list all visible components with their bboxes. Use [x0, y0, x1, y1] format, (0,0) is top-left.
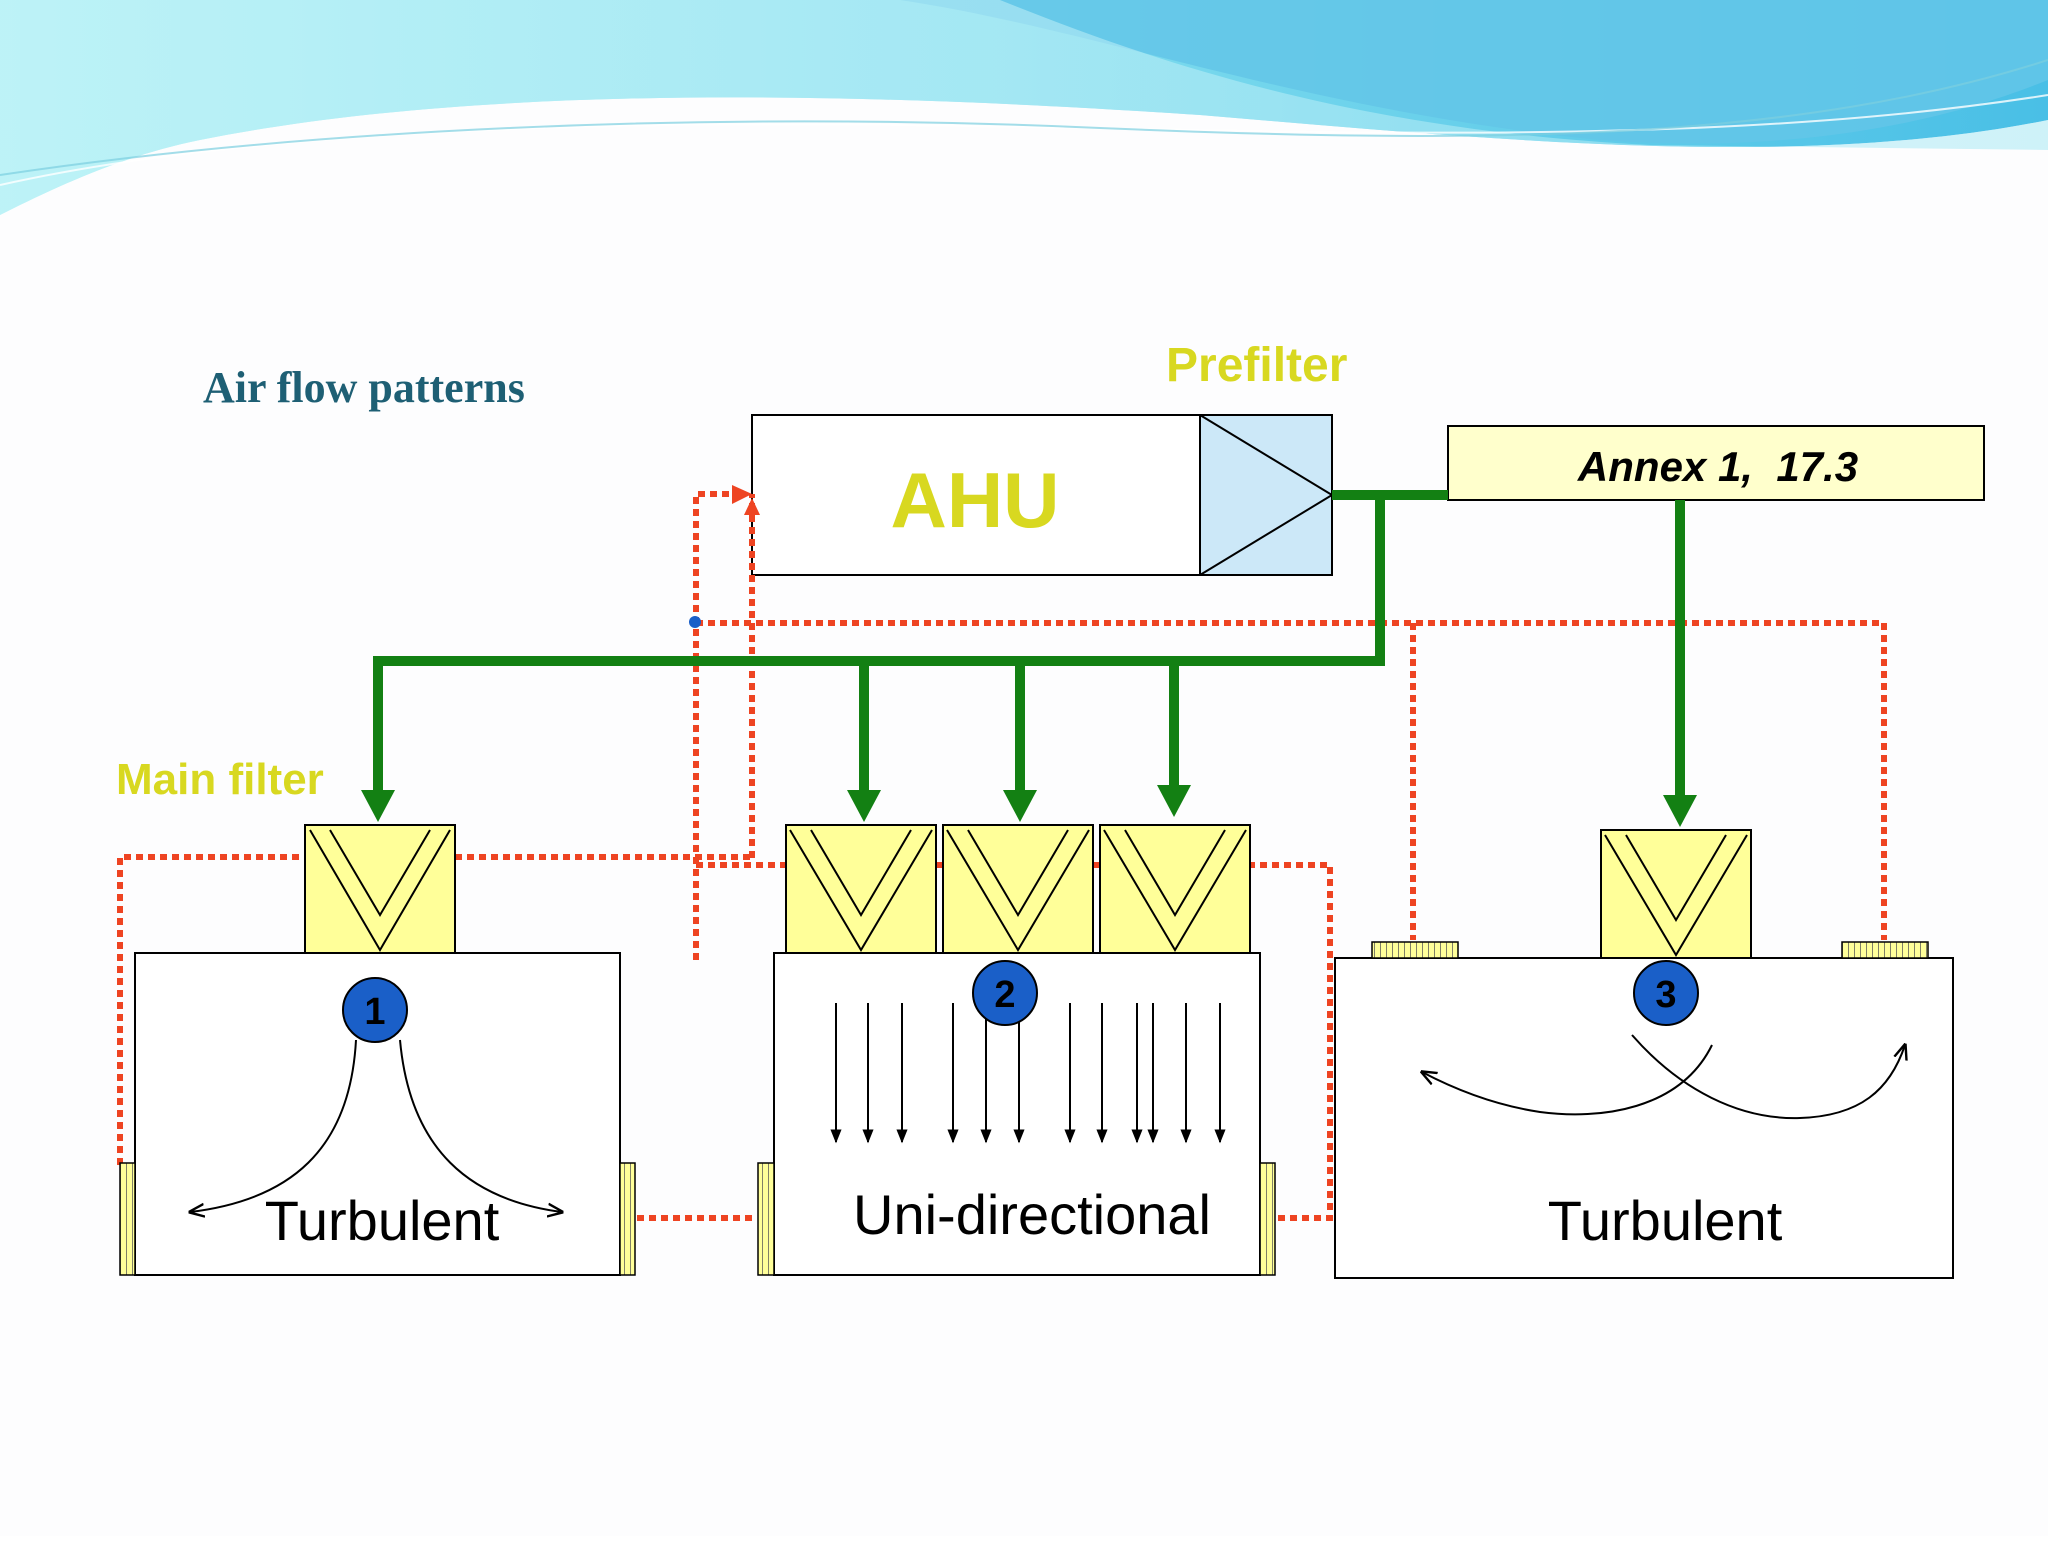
prefilter	[1199, 414, 1334, 576]
ahu-unit: AHU	[751, 414, 1203, 576]
return-grille-top-right	[1841, 941, 1929, 959]
room-label: Turbulent	[1548, 1189, 1783, 1252]
return-grille-right	[1259, 1162, 1276, 1276]
flow-arrow-left	[190, 1039, 357, 1212]
room-1: 1 Turbulent	[119, 824, 636, 1276]
hepa-filter	[304, 824, 456, 954]
room-2: 2 Uni-directional	[757, 824, 1276, 1276]
annex-label: Annex 1, 17.3	[1577, 443, 1858, 490]
room-badge: 3	[1633, 960, 1699, 1026]
return-grille-top-left	[1371, 941, 1459, 959]
slide-title: Air flow patterns	[203, 363, 525, 412]
unidirectional-flow-arrows	[830, 1003, 1226, 1144]
supply-arrowheads	[361, 785, 1697, 827]
return-arrow-tip	[744, 498, 760, 515]
flow-arrow-left	[1422, 1044, 1713, 1116]
hepa-filter	[942, 824, 1094, 954]
svg-text:2: 2	[994, 974, 1015, 1016]
return-grille-left	[119, 1162, 136, 1276]
supply-air-ducts	[373, 490, 1685, 795]
annex-reference-box: Annex 1, 17.3	[1447, 425, 1985, 501]
return-arrow-into-ahu	[732, 485, 752, 504]
header-banner	[0, 0, 2048, 215]
flow-arrow-right	[1631, 1034, 1905, 1120]
prefilter-label: Prefilter	[1166, 339, 1347, 392]
hepa-filter	[1600, 829, 1752, 959]
svg-text:1: 1	[364, 991, 385, 1033]
main-filter-label: Main filter	[116, 755, 324, 804]
room-badge: 2	[972, 960, 1038, 1026]
hepa-filter	[785, 824, 937, 954]
junction-dot	[689, 616, 701, 628]
flow-arrow-right	[399, 1039, 562, 1212]
room-label: Turbulent	[265, 1189, 500, 1252]
room-badge: 1	[342, 977, 408, 1043]
svg-text:3: 3	[1655, 974, 1676, 1016]
room-3: 3 Turbulent	[1334, 829, 1954, 1279]
hepa-filter	[1099, 824, 1251, 954]
room-label: Uni-directional	[853, 1183, 1211, 1246]
return-grille-right	[619, 1162, 636, 1276]
return-grille-left	[757, 1162, 775, 1276]
ahu-label: AHU	[891, 456, 1060, 544]
